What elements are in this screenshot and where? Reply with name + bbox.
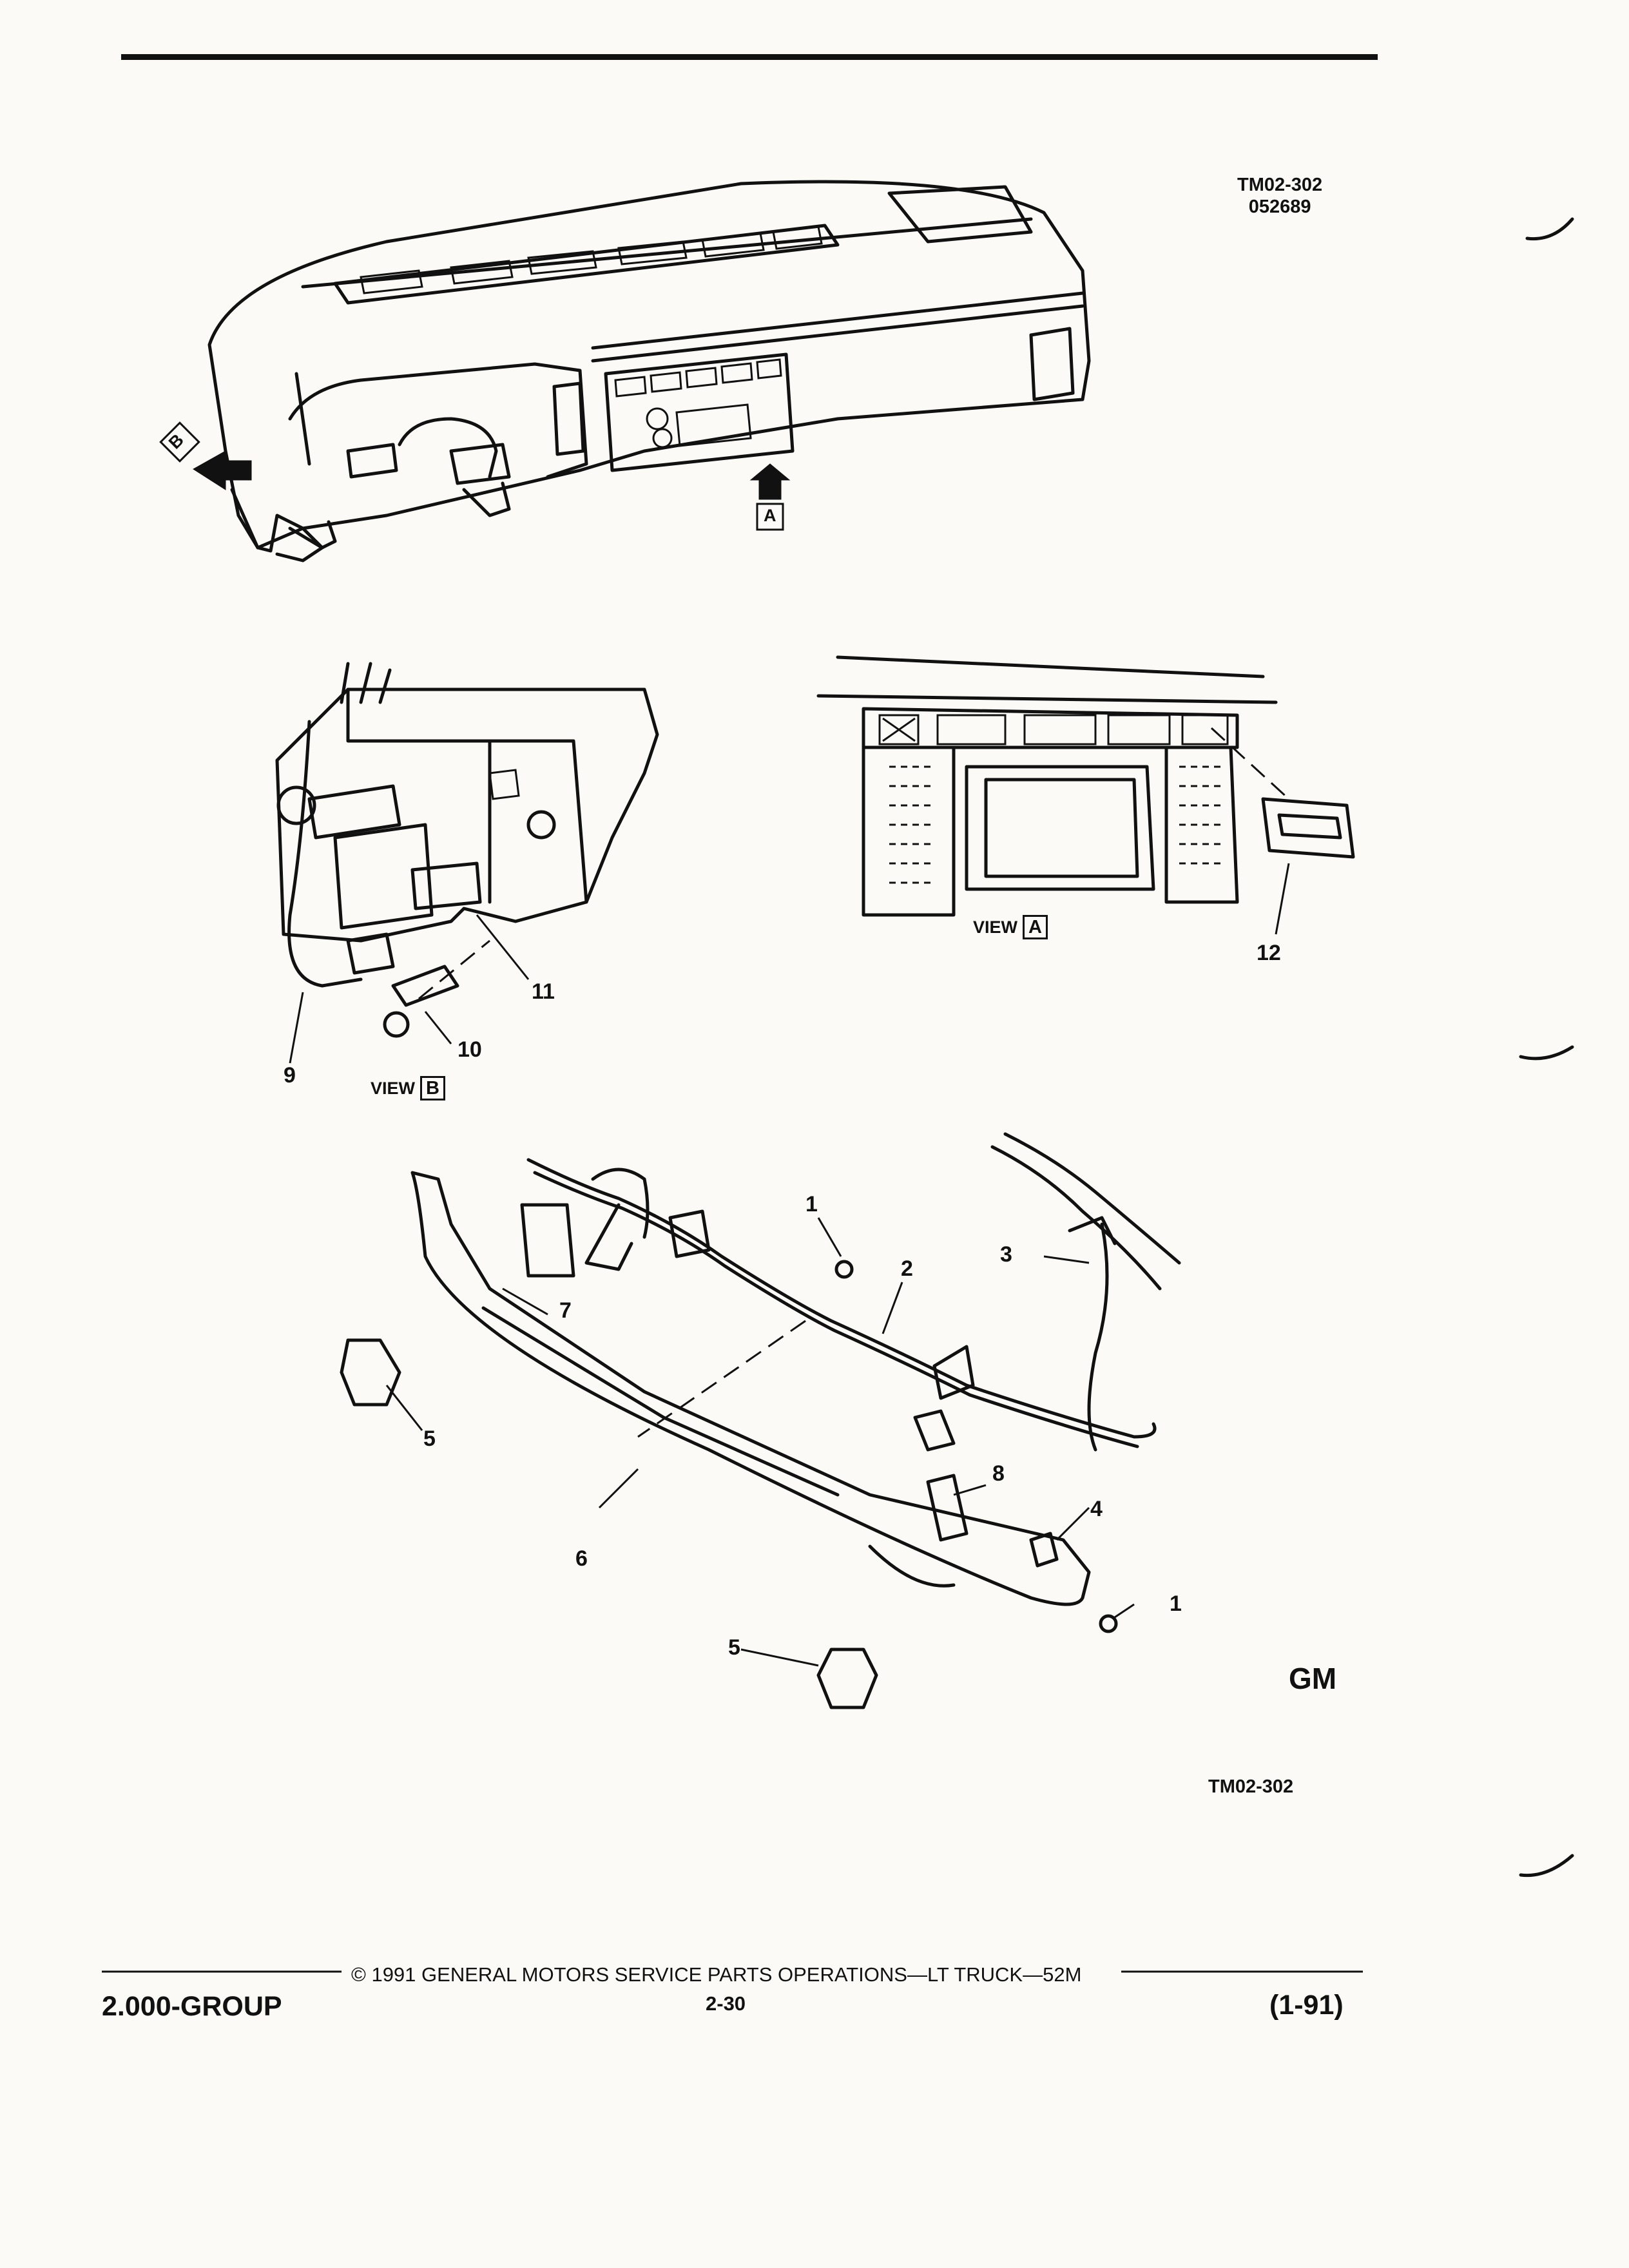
footer-group: 2.000-GROUP bbox=[102, 1991, 282, 2022]
gm-logo: GM bbox=[1289, 1662, 1337, 1695]
callout-10: 10 bbox=[458, 1037, 482, 1062]
callout-4: 4 bbox=[1090, 1497, 1103, 1521]
callout-7: 7 bbox=[559, 1298, 572, 1323]
footer-copyright: © 1991 GENERAL MOTORS SERVICE PARTS OPER… bbox=[351, 1963, 1082, 1986]
callout-12: 12 bbox=[1257, 941, 1281, 965]
arrow-a-icon bbox=[749, 463, 791, 500]
view-a-label: VIEW A bbox=[973, 915, 1048, 939]
arrow-a-label: A bbox=[764, 506, 776, 525]
figure-id-text: TM02-302 bbox=[1237, 175, 1323, 195]
figure-id-top: TM02-302 052689 bbox=[1237, 174, 1322, 218]
view-b-prefix: VIEW bbox=[371, 1079, 416, 1098]
callout-3: 3 bbox=[1000, 1242, 1012, 1267]
callout-6: 6 bbox=[575, 1546, 588, 1571]
callout-1-bottom: 1 bbox=[1170, 1591, 1182, 1616]
view-b-drawing bbox=[275, 662, 659, 1064]
figure-code-text: 052689 bbox=[1248, 197, 1311, 217]
callout-5-bottom: 5 bbox=[728, 1635, 740, 1660]
view-b-letter: B bbox=[420, 1076, 445, 1100]
callout-11: 11 bbox=[532, 979, 555, 1004]
header-rule bbox=[121, 54, 1378, 60]
view-a-drawing bbox=[816, 655, 1355, 935]
footer-page-number: 2-30 bbox=[706, 1992, 746, 2015]
view-a-prefix: VIEW bbox=[973, 918, 1018, 937]
callout-5-left: 5 bbox=[423, 1427, 436, 1451]
instrument-panel-drawing bbox=[207, 180, 1091, 562]
view-a-letter: A bbox=[1023, 915, 1048, 939]
callout-8: 8 bbox=[992, 1461, 1005, 1486]
figure-id-bottom: TM02-302 bbox=[1208, 1776, 1294, 1797]
callout-2: 2 bbox=[901, 1256, 913, 1281]
arrow-b-icon bbox=[193, 450, 252, 490]
lower-panel-harness-drawing bbox=[340, 1132, 1181, 1709]
callout-1-top: 1 bbox=[805, 1192, 818, 1216]
footer-date: (1-91) bbox=[1269, 1990, 1344, 2021]
callout-9: 9 bbox=[284, 1063, 296, 1088]
